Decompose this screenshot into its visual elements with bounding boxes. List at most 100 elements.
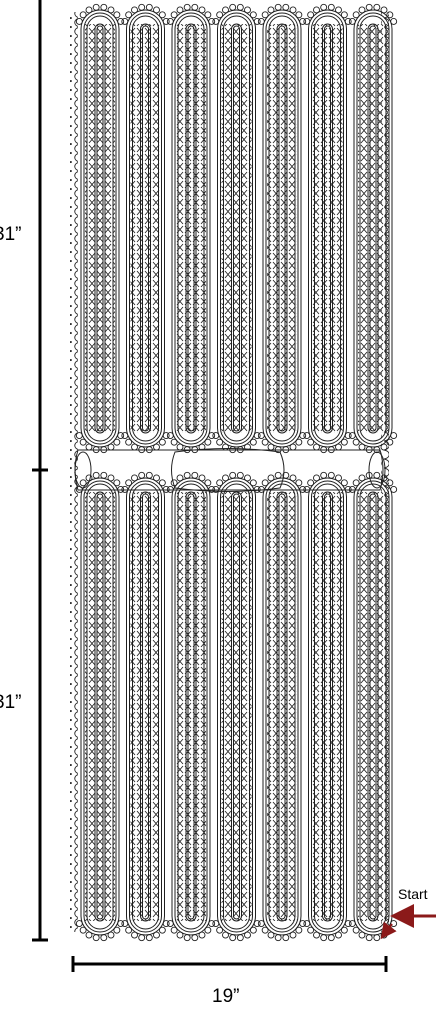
picot-top	[158, 479, 166, 487]
picot-bottom	[257, 920, 265, 927]
strip-loop-outline	[268, 15, 296, 442]
picot-top	[191, 471, 199, 479]
x-stitch-column	[85, 492, 115, 921]
strip-loop-outline	[265, 480, 299, 933]
strip-loop-outline	[359, 15, 387, 442]
top-strip-7	[348, 3, 398, 454]
picot-bottom	[158, 926, 166, 934]
picot-bottom	[153, 931, 160, 939]
strip-loop-outline	[322, 23, 333, 434]
strip-loop-outline	[140, 491, 151, 922]
picot-bottom	[92, 934, 100, 942]
picot-bottom	[222, 931, 229, 939]
bottom-strip-5	[257, 471, 307, 942]
picot-top	[162, 486, 170, 493]
picot-top	[85, 6, 93, 14]
picot-bottom	[348, 920, 356, 927]
picot-top	[198, 6, 206, 14]
picot-bottom	[121, 432, 129, 439]
picot-bottom	[176, 443, 184, 451]
strip-loop-outline	[369, 25, 377, 432]
picot-top	[113, 479, 121, 487]
picot-bottom	[162, 432, 170, 439]
picot-bottom	[145, 934, 153, 942]
picot-top	[289, 6, 297, 14]
picot-top	[358, 6, 366, 14]
picot-top	[131, 6, 138, 14]
picot-top	[267, 474, 275, 482]
x-stitch-column	[221, 492, 252, 921]
picot-bottom	[320, 934, 328, 942]
center-join-band	[74, 448, 386, 492]
picot-top	[365, 3, 373, 11]
picot-top	[153, 6, 160, 14]
picot-top	[125, 479, 133, 487]
strip-loop-outline	[311, 12, 344, 445]
picot-bottom	[380, 443, 388, 451]
picot-top	[340, 11, 348, 19]
picot-top	[170, 11, 178, 19]
picot-top	[274, 471, 282, 479]
picot-top	[100, 471, 108, 479]
width-label: 19”	[212, 986, 240, 1007]
picot-bottom	[373, 934, 381, 942]
strip-loop-outline	[369, 493, 377, 920]
picot-top	[390, 18, 398, 25]
picot-bottom	[121, 920, 129, 927]
strip-loop-outline	[278, 25, 286, 432]
picot-bottom	[113, 438, 121, 446]
picot-top	[253, 18, 261, 25]
picot-bottom	[236, 934, 244, 942]
picot-top	[295, 11, 303, 19]
picot-top	[121, 486, 129, 493]
x-stitch-column	[312, 24, 343, 433]
picot-top	[373, 3, 381, 11]
top-height-label: 31”	[0, 224, 22, 245]
strip-loop-outline	[231, 23, 242, 434]
picot-top	[212, 486, 220, 493]
strip-loop-outline	[129, 12, 162, 445]
strip-loop-outline	[185, 23, 197, 434]
bottom-strip-6	[303, 471, 352, 942]
picot-bottom	[107, 443, 115, 451]
picot-bottom	[170, 438, 178, 446]
picot-top	[373, 471, 381, 479]
picot-bottom	[335, 931, 342, 939]
picot-top	[100, 3, 108, 11]
picot-bottom	[313, 443, 320, 451]
strip-loop-outline	[142, 493, 149, 920]
picot-bottom	[295, 438, 303, 446]
picot-bottom	[313, 931, 320, 939]
picot-top	[117, 18, 125, 25]
picot-bottom	[85, 443, 93, 451]
picot-bottom	[170, 926, 178, 934]
strip-loop-outline	[276, 23, 288, 434]
picot-top	[299, 486, 307, 493]
strip-loop-outline	[96, 25, 104, 432]
picot-bottom	[303, 432, 311, 439]
picot-bottom	[117, 920, 125, 927]
picot-top	[313, 474, 320, 482]
picot-bottom	[274, 934, 282, 942]
picot-top	[208, 486, 216, 493]
strip-loop-outline	[83, 12, 117, 445]
strip-loop-outline	[132, 483, 159, 930]
strip-loop-outline	[174, 480, 208, 933]
bottom-height-label: 31”	[0, 692, 22, 713]
strip-loop-outline	[265, 12, 299, 445]
bottom-strip-2	[121, 471, 170, 942]
picot-bottom	[183, 934, 191, 942]
picot-bottom	[138, 934, 146, 942]
picot-top	[257, 18, 265, 25]
strip-loop-outline	[367, 23, 379, 434]
strip-loop-outline	[356, 480, 390, 933]
picot-top	[327, 471, 335, 479]
picot-top	[335, 474, 342, 482]
height-dimension	[32, 0, 48, 942]
picot-bottom	[117, 432, 125, 439]
strip-loop-outline	[367, 491, 379, 922]
strip-loop-outline	[324, 25, 331, 432]
x-stitch-column	[130, 492, 161, 921]
strip-loop-outline	[276, 491, 288, 922]
picot-top	[138, 3, 146, 11]
